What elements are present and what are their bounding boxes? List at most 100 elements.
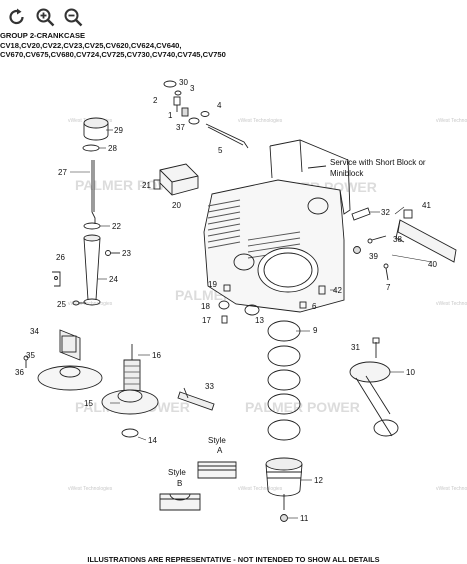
- callout-7: 7: [386, 283, 391, 292]
- callout-labels: 30 3 2 1 37 4 5 29 28 27 21 20 22 23 26 …: [15, 78, 437, 523]
- watermark-small: vWest Technologies: [68, 301, 113, 307]
- part-5-rod: [205, 123, 249, 149]
- callout-42: 42: [333, 286, 342, 295]
- reset-icon: [9, 8, 24, 25]
- callout-9: 9: [313, 326, 318, 335]
- model-list-line-2: CV670,CV675,CV680,CV724,CV725,CV730,CV74…: [0, 50, 226, 60]
- part-10-connecting-rod: [349, 361, 399, 437]
- part-41-screw: [403, 209, 413, 219]
- callout-33: 33: [205, 382, 214, 391]
- callout-39: 39: [369, 252, 378, 261]
- part-11-piston-pin: [280, 514, 288, 522]
- watermark-small: vWest Technologies: [436, 118, 467, 124]
- piston-style-b: [159, 493, 201, 511]
- style-a-letter: A: [217, 446, 223, 455]
- part-39-nut: [353, 246, 361, 254]
- callout-24: 24: [109, 275, 118, 284]
- callout-30: 30: [179, 78, 188, 87]
- callout-35: 35: [26, 351, 35, 360]
- part-1-plug: [181, 107, 189, 117]
- part-42-pin: [318, 285, 326, 295]
- callout-29: 29: [114, 126, 123, 135]
- part-14-washer: [121, 428, 139, 438]
- leader-lines: [70, 129, 433, 519]
- diagram-header: GROUP 2-CRANKCASE CV18,CV20,CV22,CV23,CV…: [0, 31, 226, 60]
- watermark-small: vWest Technologies: [238, 486, 283, 492]
- part-34-camshaft: [59, 329, 81, 361]
- callout-32: 32: [381, 208, 390, 217]
- callout-15: 15: [84, 399, 93, 408]
- callout-16: 16: [152, 351, 161, 360]
- callout-17: 17: [202, 316, 211, 325]
- piston-style-a: [197, 461, 237, 479]
- part-19-plug: [223, 284, 231, 292]
- callout-27: 27: [58, 168, 67, 177]
- zoom-toolbar: [6, 6, 84, 30]
- callout-14: 14: [148, 436, 157, 445]
- callout-21: 21: [142, 181, 151, 190]
- callout-38: 38: [393, 235, 402, 244]
- part-26-bracket: [52, 271, 61, 287]
- part-30-nut: [163, 80, 177, 88]
- callout-41: 41: [422, 201, 431, 210]
- part-38-screw: [367, 235, 387, 244]
- style-b-letter: B: [177, 479, 182, 488]
- crankcase-block: [203, 139, 351, 313]
- part-17-screw: [221, 315, 228, 324]
- callout-1: 1: [168, 111, 173, 120]
- callout-18: 18: [201, 302, 210, 311]
- zoom-out-button[interactable]: [62, 6, 84, 28]
- part-29-oil-cap: [83, 117, 109, 141]
- callout-26: 26: [56, 253, 65, 262]
- service-note-line-2: Miniblock: [330, 169, 364, 178]
- zoom-in-button[interactable]: [34, 6, 56, 28]
- callout-25: 25: [57, 300, 66, 309]
- part-20-breather-cover: [159, 163, 199, 196]
- part-35-pin: [23, 355, 29, 368]
- part-36-gear-disc: [37, 365, 103, 391]
- part-13-seal: [244, 304, 260, 316]
- watermark-small: vWest Technologies: [238, 118, 283, 124]
- part-27-dipstick: [91, 160, 96, 224]
- callout-10: 10: [406, 368, 415, 377]
- part-9-piston-rings: [267, 320, 301, 441]
- callout-22: 22: [112, 222, 121, 231]
- watermark-brand: PALMER POWER: [245, 399, 360, 415]
- callout-2: 2: [153, 96, 158, 105]
- part-25-screw: [72, 300, 86, 306]
- part-6-dowel: [299, 301, 307, 309]
- callout-12: 12: [314, 476, 323, 485]
- callout-20: 20: [172, 201, 181, 210]
- style-a-label: Style: [208, 436, 226, 445]
- part-21-screw: [153, 179, 161, 190]
- part-40-bracket: [395, 219, 457, 263]
- note-leader: [307, 165, 327, 169]
- disclaimer-footer: ILLUSTRATIONS ARE REPRESENTATIVE - NOT I…: [87, 555, 380, 564]
- callout-28: 28: [108, 144, 117, 153]
- zoom-in-icon: [36, 8, 55, 27]
- part-32-fitting: [351, 207, 371, 221]
- callout-31: 31: [351, 343, 360, 352]
- watermark-small: vWest Technologies: [436, 486, 467, 492]
- part-37-nut: [188, 117, 200, 125]
- model-list-line-1: CV18,CV20,CV22,CV23,CV25,CV620,CV624,CV6…: [0, 40, 182, 50]
- callout-11: 11: [300, 514, 309, 523]
- service-note-line-1: Service with Short Block or: [330, 158, 426, 167]
- callout-23: 23: [122, 249, 131, 258]
- zoom-out-icon: [64, 8, 83, 27]
- callout-36: 36: [15, 368, 24, 377]
- callout-37: 37: [176, 123, 185, 132]
- part-28-o-ring: [82, 144, 100, 152]
- callout-3: 3: [190, 84, 195, 93]
- callout-34: 34: [30, 327, 39, 336]
- callout-19: 19: [208, 280, 217, 289]
- reset-view-button[interactable]: [6, 6, 28, 28]
- part-31-rod-bolt: [372, 337, 380, 358]
- part-22-o-ring: [83, 222, 101, 230]
- part-3-washer: [174, 90, 182, 96]
- group-title: GROUP 2-CRANKCASE: [0, 31, 86, 40]
- callout-5: 5: [218, 146, 223, 155]
- part-18-seal: [218, 300, 230, 310]
- part-4-washer: [200, 111, 210, 117]
